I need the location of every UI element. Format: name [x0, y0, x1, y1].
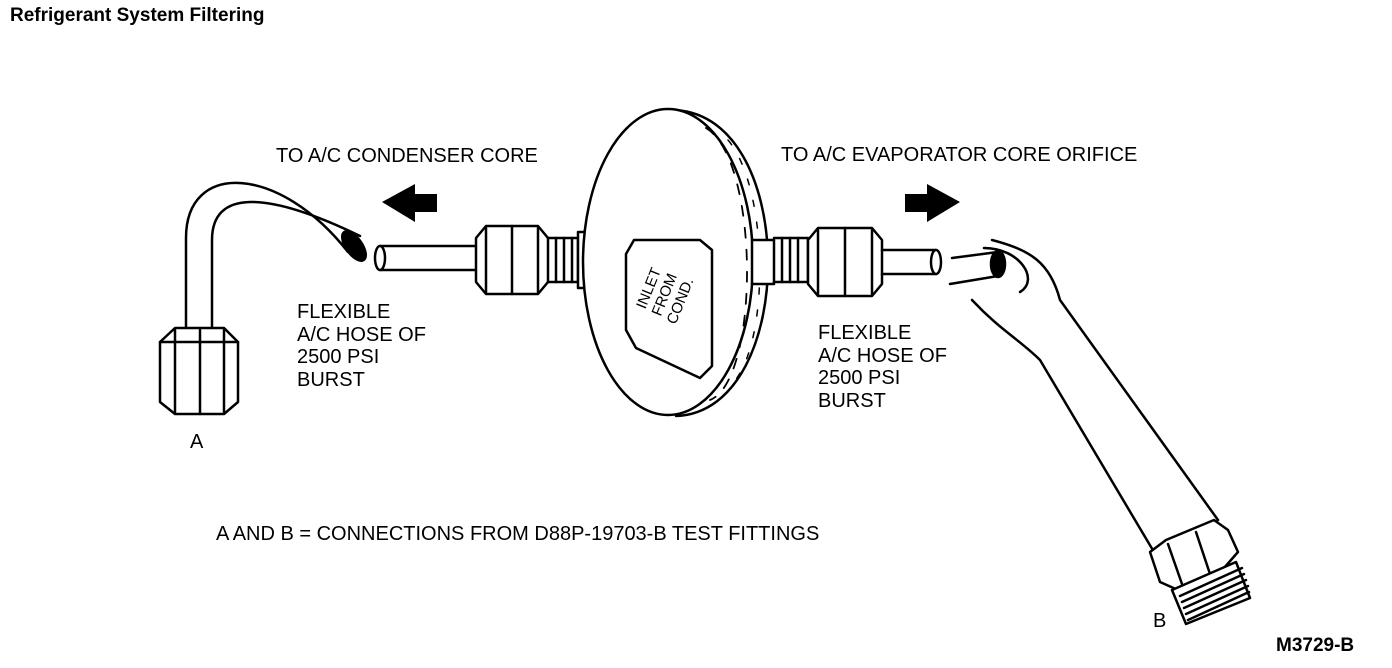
label-to-condenser: TO A/C CONDENSER CORE	[276, 145, 538, 167]
fitting-a	[158, 181, 367, 416]
caption: A AND B = CONNECTIONS FROM D88P-19703-B …	[216, 523, 820, 545]
label-connection-a: A	[190, 431, 204, 453]
figure-id: M3729-B	[1276, 635, 1355, 656]
fitting-b	[948, 238, 1252, 626]
label-flexible-hose-left: FLEXIBLE A/C HOSE OF 2500 PSI BURST	[297, 301, 426, 391]
arrow-right-icon	[905, 184, 960, 222]
filter-marking: INLETFROMCOND.	[632, 263, 697, 327]
label-to-evaporator: TO A/C EVAPORATOR CORE ORIFICE	[781, 144, 1138, 166]
label-flexible-hose-right: FLEXIBLE A/C HOSE OF 2500 PSI BURST	[818, 322, 947, 412]
filter-canister	[581, 107, 770, 418]
right-connector	[750, 226, 943, 298]
arrow-left-icon	[382, 184, 437, 222]
page-title: Refrigerant System Filtering	[10, 5, 265, 26]
label-connection-b: B	[1153, 610, 1167, 632]
